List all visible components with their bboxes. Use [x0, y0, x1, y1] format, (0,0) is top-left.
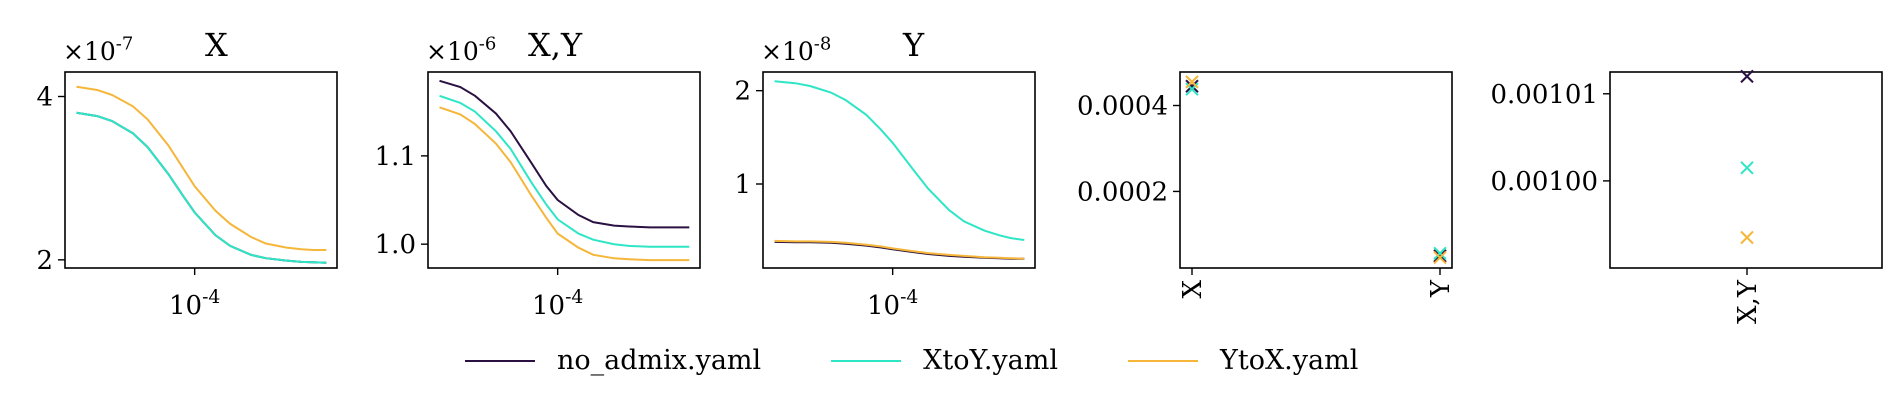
exponent-label: ×10-6: [426, 34, 496, 67]
marker-stroke: [1185, 79, 1199, 93]
series-line: [439, 79, 690, 229]
panel-3: 1 2 10-4 ×10-8 Y: [734, 26, 1036, 321]
series-line: [439, 94, 690, 248]
marker-stroke: [1185, 75, 1199, 89]
x-tick-label: X,Y: [1733, 279, 1763, 324]
scatter-marker: [1433, 249, 1447, 263]
scatter-marker: [1433, 246, 1447, 261]
scatter-marker: [1185, 75, 1199, 89]
axes-frame: [427, 71, 701, 269]
x-tick-label: 10-4: [169, 287, 220, 321]
x-tick-label: 10-4: [867, 287, 918, 321]
legend-line-xtoy: [831, 359, 902, 362]
legend-entry-no-admix: no_admix.yaml: [465, 345, 761, 376]
legend-label-ytox: YtoX.yaml: [1220, 345, 1359, 376]
x-tick-label: 10-4: [532, 287, 583, 321]
scatter-marker: [1433, 250, 1447, 265]
y-tick-label: 0.00100: [1490, 167, 1598, 197]
y-tick-label: 0.0004: [1077, 92, 1168, 122]
series-line: [774, 80, 1025, 241]
series-line: [774, 239, 1025, 260]
marker-stroke: [1740, 69, 1754, 84]
scatter-marker: [1740, 230, 1754, 245]
panel-2: 1.0 1.1 10-4 ×10-6 X,Y: [375, 26, 701, 321]
y-tick-label: 2: [734, 77, 751, 107]
marker-stroke: [1740, 230, 1754, 245]
scatter-marker: [1740, 69, 1754, 84]
exponent-label: ×10-8: [761, 34, 831, 67]
legend-entry-xtoy: XtoY.yaml: [831, 345, 1058, 376]
legend-entry-ytox: YtoX.yaml: [1128, 345, 1358, 376]
y-tick-label: 4: [36, 83, 53, 113]
marker-stroke: [1433, 246, 1447, 261]
y-tick-label: 1.0: [375, 230, 416, 260]
panel-title: Y: [902, 26, 925, 64]
axes-frame: [1609, 71, 1883, 269]
marker-stroke: [1740, 161, 1754, 175]
marker-stroke: [1433, 249, 1447, 263]
y-tick-label: 2: [36, 246, 53, 276]
panel-title: X,Y: [528, 26, 583, 64]
axes-frame: [762, 71, 1036, 269]
series-line: [76, 85, 327, 251]
series-line: [439, 106, 690, 262]
legend-line-ytox: [1128, 359, 1199, 362]
series-line: [76, 111, 327, 264]
exponent-label: ×10-7: [63, 34, 133, 67]
axes-frame: [1179, 71, 1453, 269]
series-line: [76, 111, 327, 264]
y-tick-label: 0.00101: [1490, 80, 1598, 110]
panel-title: X: [205, 26, 228, 64]
y-tick-label: 0.0002: [1077, 177, 1168, 207]
scatter-marker: [1740, 161, 1754, 175]
panel-1: 2 4 10-4 ×10-7 X: [36, 26, 338, 321]
legend-line-no-admix: [465, 359, 535, 362]
legend-label-xtoy: XtoY.yaml: [923, 345, 1059, 376]
marker-stroke: [1433, 250, 1447, 265]
x-tick-label: X: [1178, 280, 1208, 299]
legend-label-no-admix: no_admix.yaml: [557, 345, 762, 376]
y-tick-label: 1.1: [375, 142, 416, 172]
x-tick-label: Y: [1426, 279, 1456, 298]
legend: no_admix.yaml XtoY.yaml YtoX.yaml: [465, 345, 1358, 376]
axes-frame: [64, 71, 338, 269]
scatter-marker: [1185, 79, 1199, 93]
y-tick-label: 1: [734, 170, 751, 200]
